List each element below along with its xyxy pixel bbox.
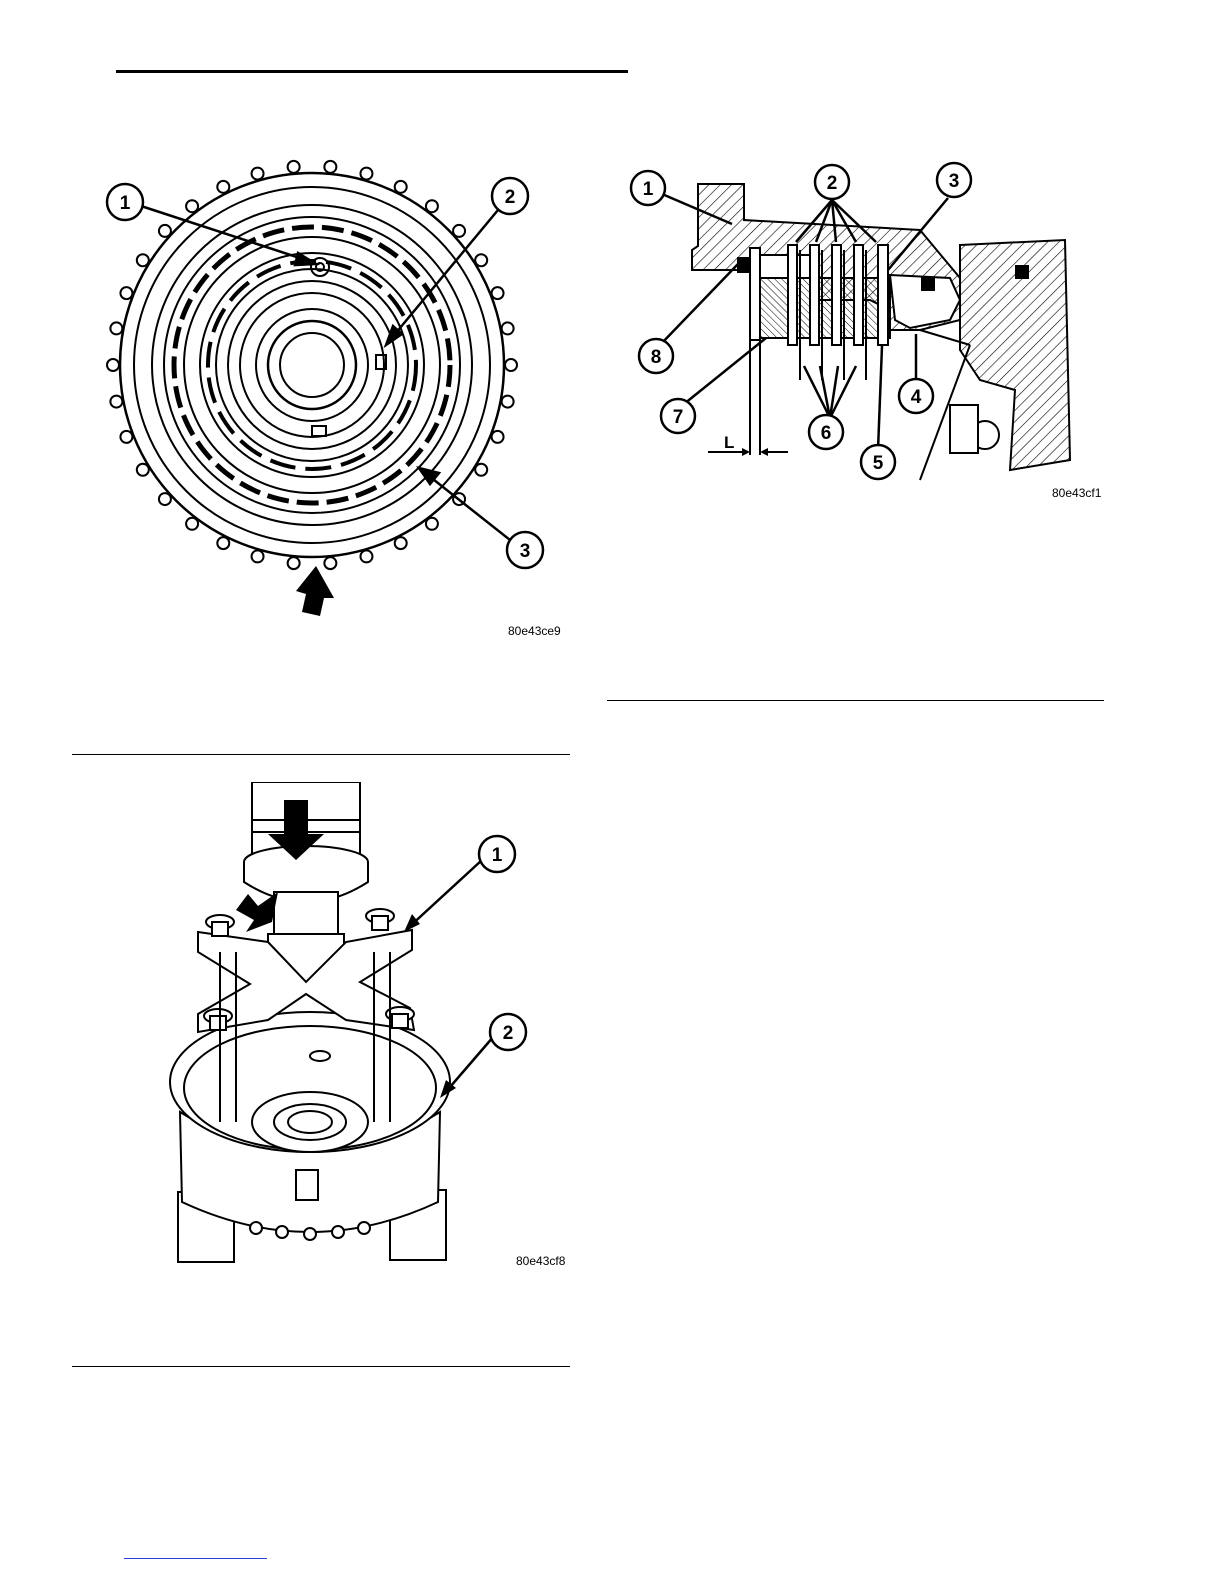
- ring-tooth: [502, 396, 514, 408]
- press-tool-drawing: 1 2: [150, 782, 580, 1272]
- ring-tooth: [360, 550, 372, 562]
- ring-tooth: [324, 161, 336, 173]
- fig3-callout-2: 2: [503, 1023, 514, 1044]
- ring-tooth: [252, 168, 264, 180]
- fig2-callout-4: 4: [911, 387, 922, 408]
- figure-divider: [72, 1366, 570, 1367]
- fig1-callout-3: 3: [520, 541, 531, 562]
- figure-divider: [607, 700, 1104, 701]
- ring-tooth: [107, 359, 119, 371]
- ring-tooth: [217, 181, 229, 193]
- fig2-callout-5: 5: [873, 453, 884, 474]
- ring-tooth: [502, 322, 514, 334]
- dimension-label-l: L: [724, 433, 734, 452]
- figure-clutch-assembly-top-view: 1 2 3 80e43ce9: [90, 150, 580, 640]
- ring-tooth: [288, 161, 300, 173]
- fig2-callout-1: 1: [643, 179, 654, 200]
- fig2-callout-2: 2: [827, 173, 838, 194]
- figure-code: 80e43cf1: [1052, 486, 1101, 500]
- ring-tooth: [395, 537, 407, 549]
- fig1-callout-1: 1: [120, 193, 131, 214]
- ring-tooth: [395, 181, 407, 193]
- ring-tooth: [492, 431, 504, 443]
- figure-spring-compressor-press: 1 2 80e43cf8: [150, 782, 580, 1272]
- figure-code: 80e43ce9: [508, 624, 561, 638]
- ring-tooth: [505, 359, 517, 371]
- fig2-callout-6: 6: [821, 423, 832, 444]
- fig2-callout-7: 7: [673, 407, 684, 428]
- ring-tooth: [360, 168, 372, 180]
- ring-tooth: [120, 431, 132, 443]
- fig1-callout-2: 2: [505, 187, 516, 208]
- page-link-underline[interactable]: [124, 1558, 267, 1559]
- clutch-pack-section-drawing: L 1: [620, 160, 1110, 505]
- ring-tooth: [492, 287, 504, 299]
- ring-tooth: [110, 322, 122, 334]
- ring-tooth: [217, 537, 229, 549]
- header-rule: [116, 70, 628, 73]
- figure-clutch-pack-cross-section: L 1: [620, 160, 1110, 505]
- ring-tooth: [110, 396, 122, 408]
- figure-divider: [72, 754, 570, 755]
- clutch-assembly-drawing: 1 2 3: [90, 150, 580, 640]
- ring-tooth: [252, 550, 264, 562]
- fig2-callout-3: 3: [949, 171, 960, 192]
- ring-tooth: [324, 557, 336, 569]
- fig3-callout-1: 1: [492, 845, 503, 866]
- ring-tooth: [288, 557, 300, 569]
- figure-code: 80e43cf8: [516, 1254, 565, 1268]
- ring-tooth: [120, 287, 132, 299]
- fig2-callout-8: 8: [651, 347, 662, 368]
